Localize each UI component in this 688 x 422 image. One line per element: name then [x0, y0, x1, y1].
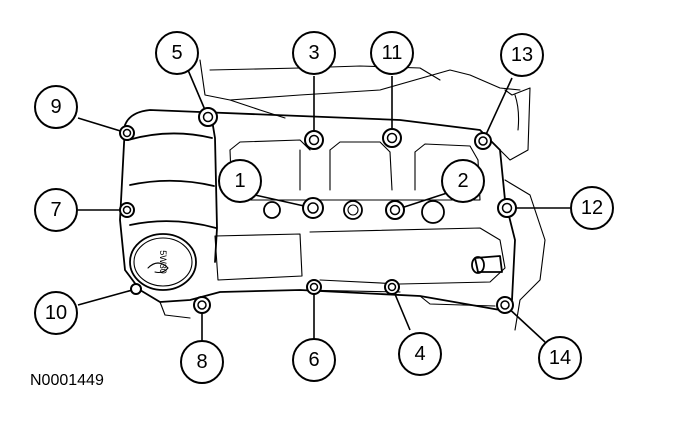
oil-filler-cap: 5W30 — [129, 233, 197, 291]
callout-7-label: 7 — [50, 199, 61, 221]
callout-4: 4 — [398, 332, 442, 376]
callout-6: 6 — [292, 338, 336, 382]
callout-9: 9 — [34, 85, 78, 129]
bolt-9 — [119, 125, 135, 141]
callout-10-label: 10 — [45, 302, 67, 324]
bolt-4 — [384, 279, 400, 295]
callout-13: 13 — [500, 33, 544, 77]
bolt-12 — [497, 198, 517, 218]
bolt-1 — [302, 197, 324, 219]
callout-2-label: 2 — [457, 170, 468, 192]
callout-1-label: 1 — [234, 170, 245, 192]
callout-2: 2 — [441, 159, 485, 203]
bolt-2 — [385, 200, 405, 220]
bolt-10 — [130, 283, 142, 295]
bolts — [119, 107, 517, 314]
engine-background-outline — [199, 59, 546, 331]
bolt-8 — [193, 296, 211, 314]
bolt-14 — [496, 296, 514, 314]
callout-4-label: 4 — [414, 343, 425, 365]
callout-10: 10 — [34, 291, 78, 335]
callout-3: 3 — [292, 31, 336, 75]
callout-5: 5 — [155, 31, 199, 75]
bolt-3 — [304, 130, 324, 150]
callout-6-label: 6 — [308, 349, 319, 371]
callout-3-label: 3 — [308, 42, 319, 64]
callout-11: 11 — [370, 31, 414, 75]
bolt-6 — [306, 279, 322, 295]
bolt-5 — [198, 107, 218, 127]
callout-12: 12 — [570, 186, 614, 230]
callout-12-label: 12 — [581, 197, 603, 219]
callout-1: 1 — [218, 159, 262, 203]
spark-plug-tubes — [263, 200, 445, 224]
oil-cap-label: 5W30 — [158, 250, 168, 274]
callout-11-label: 11 — [382, 42, 403, 64]
figure-reference-code: N0001449 — [30, 372, 104, 389]
callout-8-label: 8 — [196, 351, 207, 373]
callout-14-label: 14 — [549, 347, 571, 369]
callout-13-label: 13 — [511, 44, 533, 66]
callout-5-label: 5 — [171, 42, 182, 64]
callout-14: 14 — [538, 336, 582, 380]
callout-8: 8 — [180, 340, 224, 384]
callout-7: 7 — [34, 188, 78, 232]
bolt-13 — [474, 132, 492, 150]
callout-9-label: 9 — [50, 96, 61, 118]
callouts: 1 2 3 4 5 6 7 8 9 10 11 12 13 14 — [34, 31, 614, 384]
bolt-7 — [119, 202, 135, 218]
bolt-11 — [382, 128, 402, 148]
